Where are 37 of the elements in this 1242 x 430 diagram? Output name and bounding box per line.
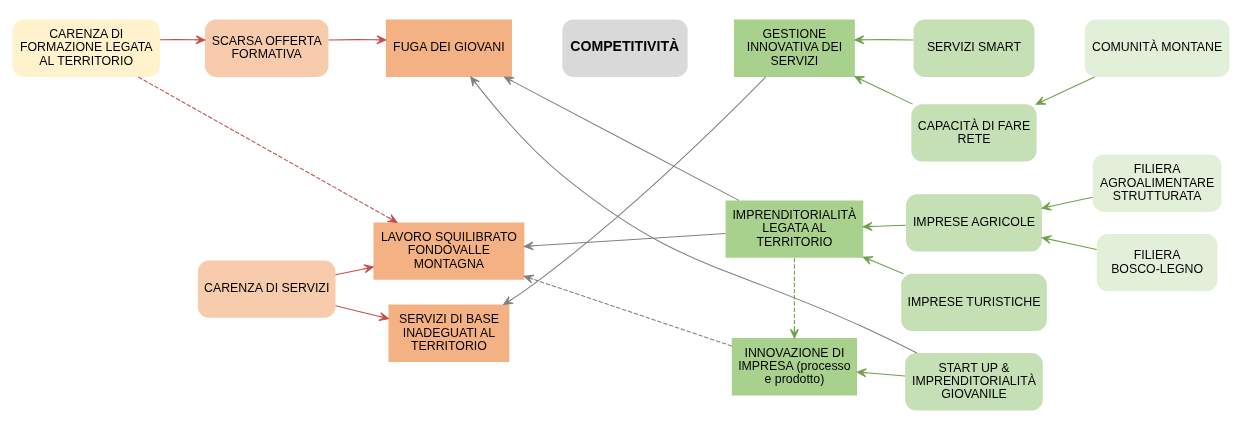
arrow	[1035, 76, 1096, 105]
node-box: LAVORO SQUILIBRATO FONDOVALLE MONTAGNA	[373, 222, 525, 280]
node-box: SERVIZI SMART	[913, 19, 1035, 77]
node-box: CARENZA DI FORMAZIONE LEGATA AL TERRITORIO	[12, 19, 160, 77]
node-box: SCARSA OFFERTA FORMATIVA	[204, 19, 329, 77]
arrow	[854, 35, 914, 45]
arrow	[335, 264, 374, 276]
node-box: FILIERA BOSCO-LEGNO	[1096, 233, 1218, 292]
node-box: COMUNITÀ MONTANE	[1084, 19, 1230, 77]
arrow	[335, 305, 389, 321]
node-box: FILIERA AGROALIMENTARE STRUTTURATA	[1092, 154, 1222, 212]
arrow	[503, 76, 767, 306]
arrow	[523, 274, 733, 347]
node-box: IMPRESE TURISTICHE	[901, 273, 1047, 332]
node-box: GESTIONE INNOVATIVA DEI SERVIZI	[733, 19, 855, 77]
arrow	[504, 76, 740, 201]
arrow	[1041, 196, 1094, 211]
arrow	[523, 232, 727, 251]
node-box: FUGA DEI GIOVANI	[385, 19, 512, 77]
node-box: CARENZA DI SERVIZI	[197, 260, 336, 318]
arrow	[328, 35, 387, 45]
arrow	[862, 256, 904, 275]
node-box: CAPACITÀ DI FARE RETE	[911, 104, 1037, 162]
node-box: SERVIZI DI BASE INADEGUATI AL TERRITORIO	[388, 304, 510, 362]
arrow	[1041, 235, 1098, 251]
node-box: INNOVAZIONE DI IMPRESA (processo e prodotto)	[731, 338, 858, 396]
arrow	[854, 76, 914, 105]
node-box: IMPRESE AGRICOLE	[906, 194, 1042, 252]
arrow	[137, 76, 398, 223]
arrow	[159, 35, 206, 45]
node-box: IMPRENDITORIALITÀ LEGATA AL TERRITORIO	[725, 200, 864, 258]
arrow	[856, 368, 906, 378]
node-box: COMPETITIVITÀ	[562, 19, 688, 77]
arrow	[470, 76, 918, 354]
arrow	[789, 257, 799, 339]
node-box: START UP & IMPRENDITORIALITÀ GIOVANILE	[905, 353, 1043, 411]
arrow	[862, 221, 907, 231]
